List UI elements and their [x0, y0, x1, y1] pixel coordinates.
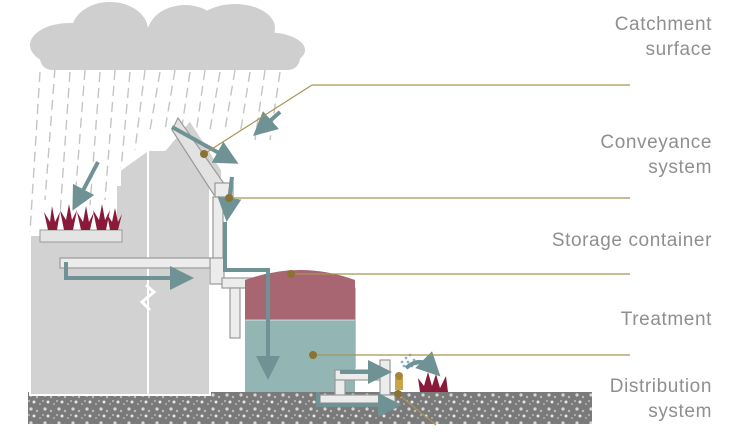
distribution-system-label: Distribution system — [610, 374, 712, 424]
conveyance-label-text: Conveyance system — [600, 132, 712, 178]
sprinkler-icon — [395, 353, 418, 390]
building-break — [139, 283, 157, 312]
conveyance-system-label: Conveyance system — [600, 130, 712, 180]
leader-lines — [203, 84, 630, 426]
leader-dots — [200, 150, 402, 398]
cloud-icon — [30, 2, 305, 70]
catchment-surface-label: Catchment surface — [615, 12, 712, 62]
left-building — [29, 148, 149, 396]
plant-icon — [418, 372, 448, 392]
green-roof-planter — [39, 229, 123, 243]
treatment-label: Treatment — [621, 307, 712, 332]
storage-container-label: Storage container — [552, 228, 712, 253]
ground — [28, 392, 592, 424]
plant-icon — [44, 204, 122, 230]
catchment-label-text: Catchment surface — [614, 14, 712, 60]
flow-arrows — [64, 110, 441, 417]
treatment-label-text: Treatment — [620, 309, 712, 330]
distribution-label-text: Distribution system — [609, 376, 712, 422]
storage-label-text: Storage container — [551, 230, 712, 251]
